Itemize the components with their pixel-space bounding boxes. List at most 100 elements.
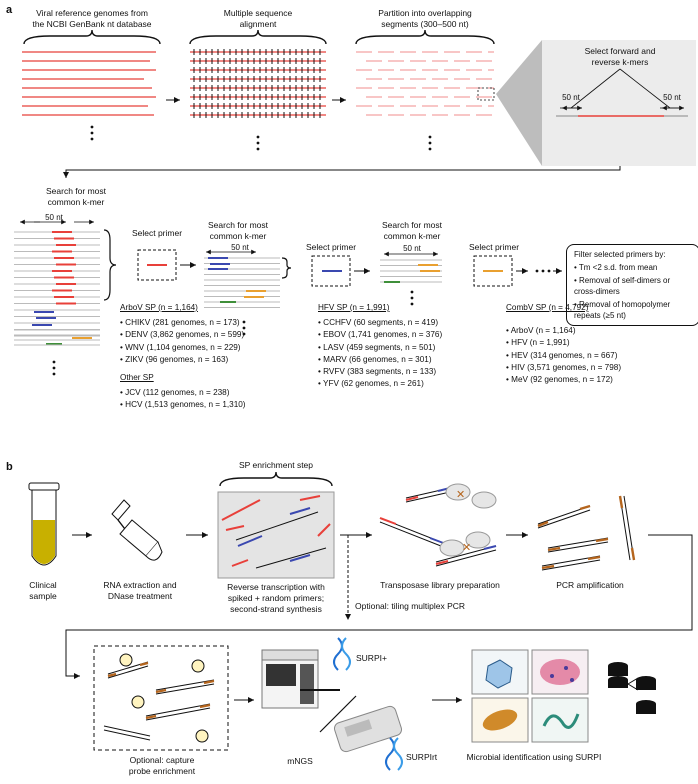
rt-text-3: second-strand synthesis — [230, 604, 322, 614]
step4-text-2: reverse k-mers — [592, 57, 649, 67]
search3-text-2: common k-mer — [384, 231, 441, 241]
microbial-text: Microbial identification using SURPI — [467, 752, 602, 762]
list-item: LASV (459 segments, n = 501) — [318, 342, 498, 354]
clinical-tube-icon — [28, 482, 60, 566]
list-item: HFV (n = 1,991) — [506, 337, 686, 349]
step1-text-1: Viral reference genomes from — [36, 8, 148, 18]
virus-image-tile — [471, 649, 529, 695]
primer-box-1 — [137, 249, 177, 281]
step4-text-1: Select forward and — [585, 46, 656, 56]
surpi-rt-text: SURPIrt — [406, 752, 438, 762]
connector-row2 — [63, 166, 621, 178]
ellipsis-4 — [52, 360, 56, 376]
bacterium-image-tile — [471, 697, 529, 743]
list-item: CCHFV (60 segments, n = 419) — [318, 317, 498, 329]
brace-genomes — [23, 29, 161, 45]
svg-text:✕: ✕ — [462, 542, 471, 554]
step2-text-1: Multiple sequence — [224, 8, 293, 18]
filter-item: Removal of self-dimers or cross-dimers — [574, 275, 692, 297]
capture-text-2: probe enrichment — [129, 766, 196, 776]
sp-step-text: SP enrichment step — [239, 460, 313, 470]
hfv-list: HFV SP (n = 1,991) CCHFV (60 segments, n… — [318, 302, 498, 390]
brace-segments — [355, 29, 495, 45]
brace-msa — [189, 29, 327, 45]
genome-lines — [22, 51, 156, 116]
filter-title: Filter selected primers by: — [574, 250, 666, 259]
dim-left-label: 50 nt — [562, 93, 581, 102]
combv-title: CombV SP (n = 4,792) — [506, 303, 589, 312]
ellipsis-3 — [428, 135, 432, 151]
combv-list: CombV SP (n = 4,792) ArboV (n = 1,164) H… — [506, 302, 686, 386]
brace-search2 — [281, 257, 292, 279]
rna-text-1: RNA extraction and — [103, 580, 177, 590]
select-primer-3: Select primer — [469, 242, 519, 252]
sp-reads — [221, 495, 331, 569]
connector-bottom — [65, 534, 693, 679]
select-primer-2: Select primer — [306, 242, 356, 252]
list-item: WNV (1,104 genomes, n = 229) — [120, 342, 290, 354]
list-item: HIV (3,571 genomes, n = 798) — [506, 362, 686, 374]
list-item: HEV (314 genomes, n = 667) — [506, 350, 686, 362]
hfv-title: HFV SP (n = 1,991) — [318, 303, 390, 312]
step3-text-1: Partition into overlapping — [378, 8, 472, 18]
protein-image-tile — [531, 697, 589, 743]
pointer-left — [570, 68, 621, 109]
dna-icon-1 — [333, 637, 351, 671]
rna-text-2: DNase treatment — [108, 591, 173, 601]
brace-sp — [219, 471, 333, 487]
search3-text-1: Search for most — [382, 220, 443, 230]
filter-item: Tm <2 s.d. from mean — [574, 262, 692, 273]
zoom-panel — [542, 40, 696, 166]
step1-text-2: the NCBI GenBank nt database — [32, 19, 151, 29]
cells-image-tile — [531, 649, 589, 695]
mngs-text: mNGS — [287, 756, 313, 766]
ellipsis-2 — [256, 135, 260, 151]
list-item: RVFV (383 segments, n = 133) — [318, 366, 498, 378]
divider-slash — [319, 695, 357, 733]
list-item: CHIKV (281 genomes, n = 173) — [120, 317, 290, 329]
svg-text:✕: ✕ — [456, 489, 465, 501]
filter-item: Removal of homopolymer repeats (≥5 nt) — [574, 299, 692, 321]
pcr-amplicons-icon — [537, 495, 636, 571]
search1-text-2: common k-mer — [48, 197, 105, 207]
list-item: JCV (112 genomes, n = 238) — [120, 387, 290, 399]
database-icon — [608, 662, 656, 714]
select-primer-1: Select primer — [132, 228, 182, 238]
pcr-text: PCR amplification — [556, 580, 624, 590]
capture-box — [93, 645, 229, 751]
segment-lines — [356, 51, 494, 116]
rt-text-1: Reverse transcription with — [227, 582, 325, 592]
minion-icon — [333, 705, 403, 753]
rt-text-2: spiked + random primers; — [228, 593, 324, 603]
filter-box: Filter selected primers by: Tm <2 s.d. f… — [566, 244, 698, 326]
list-item: DENV (3,862 genomes, n = 599) — [120, 329, 290, 341]
ellipsis-1 — [90, 125, 94, 141]
search1-lines — [14, 231, 100, 346]
clinical-text-1: Clinical — [29, 580, 57, 590]
list-item: MARV (66 genomes, n = 301) — [318, 354, 498, 366]
search2-text-2: common k-mer — [210, 231, 267, 241]
list-item: ArboV (n = 1,164) — [506, 325, 686, 337]
primer-box-2 — [311, 255, 351, 287]
msa-lines — [190, 49, 326, 118]
arbov-title: ArboV SP (n = 1,164) — [120, 303, 198, 312]
arbov-list: ArboV SP (n = 1,164) CHIKV (281 genomes,… — [120, 302, 290, 412]
transposase-icon: ✕ ✕ — [379, 483, 497, 567]
list-item: MeV (92 genomes, n = 172) — [506, 374, 686, 386]
zoom-cone — [496, 40, 542, 166]
ellipsis-h — [535, 269, 551, 273]
optional-pcr-text: Optional: tiling multiplex PCR — [355, 601, 465, 611]
dna-icon-2 — [385, 737, 403, 771]
search2-text-1: Search for most — [208, 220, 269, 230]
zoom-box — [477, 87, 495, 101]
panel-b-label: b — [6, 461, 13, 473]
pointer-right — [619, 68, 671, 109]
dim-right-label: 50 nt — [663, 93, 682, 102]
search1-text-1: Search for most — [46, 186, 107, 196]
dim50-label-2: 50 nt — [231, 243, 250, 252]
sequencer-icon — [261, 649, 340, 709]
list-item: EBOV (1,741 genomes, n = 376) — [318, 329, 498, 341]
dim50-label-1: 50 nt — [45, 213, 64, 222]
dim50-label-3: 50 nt — [403, 244, 422, 253]
